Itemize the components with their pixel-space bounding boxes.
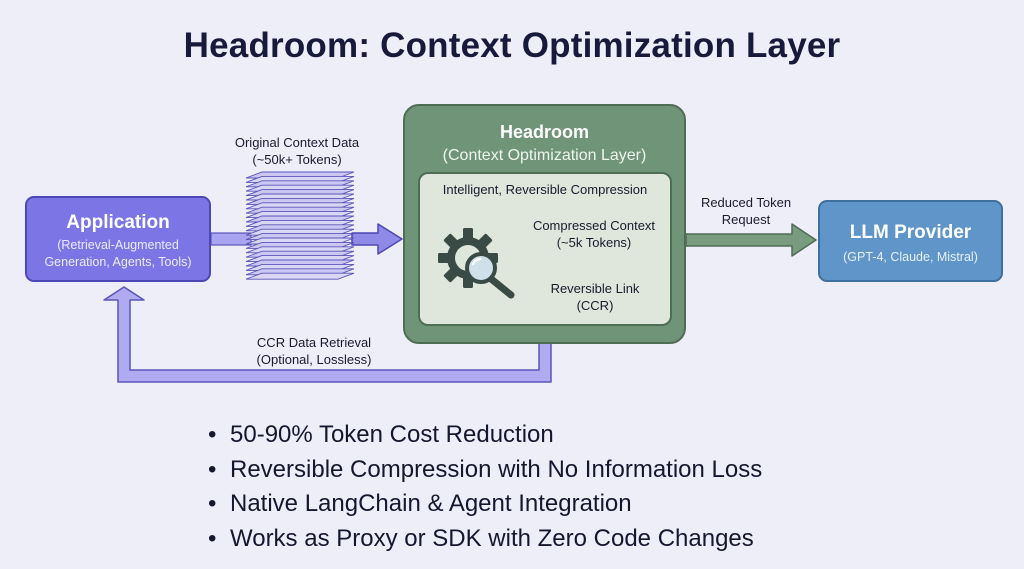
llm-provider-name: LLM Provider [849, 222, 972, 243]
llm-provider-box: LLM Provider (GPT-4, Claude, Mistral) [818, 200, 1003, 282]
original-context-stack [245, 171, 355, 280]
gear-magnifier-icon [438, 228, 515, 299]
reversible-link-label: Reversible Link (CCR) [527, 280, 663, 314]
ccr-retrieval-line2: (Optional, Lossless) [256, 352, 372, 367]
ccr-retrieval-line1: CCR Data Retrieval [256, 335, 372, 350]
reversible-link-line1: Reversible Link [550, 281, 640, 296]
document-sheet [245, 272, 355, 280]
input-arrow [351, 223, 403, 255]
reduced-token-line1: Reduced Token [700, 195, 792, 210]
output-arrow [685, 223, 817, 257]
application-subtitle-line2: Generation, Agents, Tools) [44, 255, 192, 269]
compressed-context-label: Compressed Context (~5k Tokens) [520, 217, 668, 251]
benefits-list: 50-90% Token Cost Reduction Reversible C… [208, 418, 762, 556]
reduced-token-line2: Request [721, 212, 771, 227]
llm-provider-subtitle: (GPT-4, Claude, Mistral) [843, 250, 978, 264]
ccr-feedback-arrow [103, 286, 552, 383]
page-title: Headroom: Context Optimization Layer [183, 26, 841, 65]
reduced-token-label: Reduced Token Request [690, 194, 802, 228]
benefit-item: 50-90% Token Cost Reduction [208, 418, 762, 453]
application-name: Application [66, 212, 170, 233]
original-context-label: Original Context Data (~50k+ Tokens) [222, 134, 372, 168]
compressed-context-line1: Compressed Context [532, 218, 656, 233]
headroom-name: Headroom [499, 122, 589, 142]
reversible-link-line2: (CCR) [576, 298, 614, 313]
benefit-item: Reversible Compression with No Informati… [208, 453, 762, 488]
application-subtitle-line1: (Retrieval-Augmented [57, 238, 179, 252]
compressed-context-line2: (~5k Tokens) [556, 235, 632, 250]
original-context-label-line1: Original Context Data [234, 135, 360, 150]
benefit-item: Native LangChain & Agent Integration [208, 487, 762, 522]
ccr-retrieval-label: CCR Data Retrieval (Optional, Lossless) [236, 334, 392, 368]
original-context-label-line2: (~50k+ Tokens) [252, 152, 342, 167]
headroom-subtitle: (Context Optimization Layer) [442, 147, 647, 164]
app-to-docs-connector [210, 232, 252, 246]
benefit-item: Works as Proxy or SDK with Zero Code Cha… [208, 522, 762, 557]
compression-panel-title: Intelligent, Reversible Compression [442, 182, 648, 197]
application-box: Application (Retrieval-Augmented Generat… [25, 196, 211, 282]
